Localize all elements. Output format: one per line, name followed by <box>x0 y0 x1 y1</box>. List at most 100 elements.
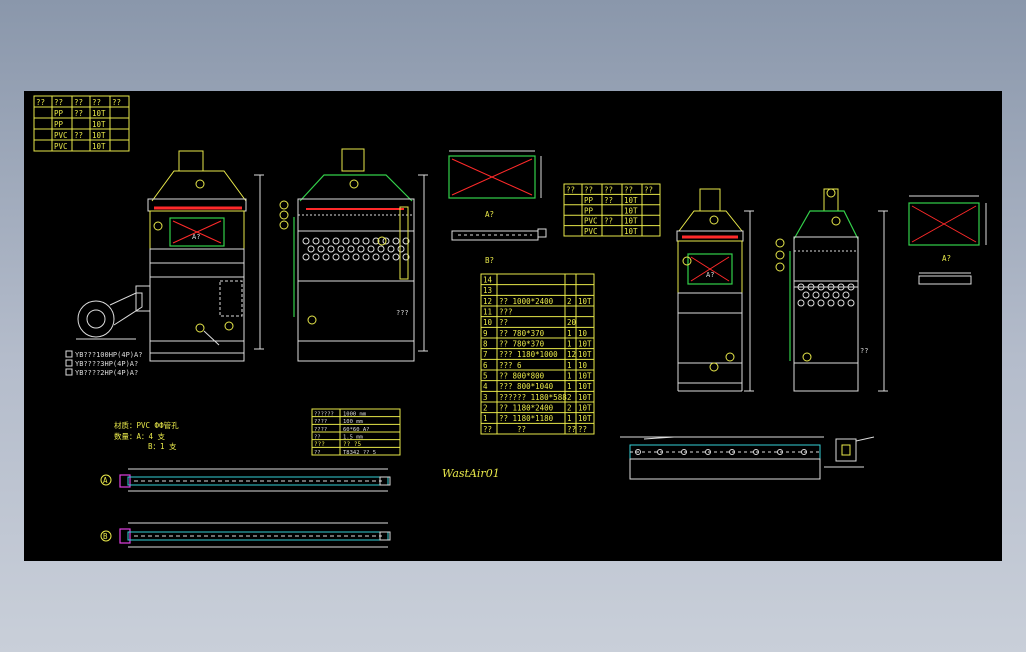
pl-r11-c3: 10T <box>578 393 592 402</box>
pl-r12-c2: 2 <box>567 404 572 413</box>
pl-r14-c0: ?? <box>483 425 492 434</box>
pl-r2-c0: 12 <box>483 297 492 306</box>
scrubber-side-view-right: ?? <box>775 188 888 392</box>
pl-r12-c0: 2 <box>483 404 488 413</box>
tl-r4-mat: PVC <box>54 142 68 151</box>
pl-r5-c3: 10 <box>578 329 588 338</box>
pl-r2-c2: 2 <box>567 297 572 306</box>
pl-r6-c2: 1 <box>567 340 572 349</box>
tl-h4: ?? <box>92 98 101 107</box>
tl-r3-t: 10T <box>92 131 106 140</box>
section-view-a-right: A? <box>908 195 987 285</box>
tr-r1-t: 10T <box>624 196 638 205</box>
tl-r4-t: 10T <box>92 142 106 151</box>
scrubber-front-view-left: A? <box>76 150 264 362</box>
spec-r0-v: 1000 mm <box>343 412 367 418</box>
pl-r9-c0: 5 <box>483 372 488 381</box>
table-top-right: ?? ?? ?? ?? ?? PP ?? 10T PP 10T PVC ?? 1… <box>563 183 661 237</box>
spec-r4-v: ?? ?5 <box>343 441 361 448</box>
pl-r8-c0: 6 <box>483 361 488 370</box>
tr-h1: ?? <box>566 186 575 195</box>
motor-legend-3: YB????2HP(4P)A? <box>75 369 138 377</box>
pl-r14-c3: ?? <box>578 425 587 434</box>
pl-r10-c3: 10T <box>578 382 592 391</box>
scrubber-side-view-left: ??? <box>279 148 428 362</box>
pl-r4-c1: ?? <box>499 318 508 327</box>
tr-r2-t: 10T <box>624 206 638 215</box>
scrubber-front-view-right: A? <box>676 188 754 392</box>
tr-h3: ?? <box>604 186 613 195</box>
pl-r3-c1: ??? <box>499 308 513 317</box>
tr-r4-mat: PVC <box>584 227 598 236</box>
material-line-2: 数量：A：4 支 <box>114 431 166 441</box>
pl-r2-c3: 10T <box>578 297 592 306</box>
pl-r13-c3: 10T <box>578 414 592 423</box>
pl-r7-c0: 7 <box>483 350 488 359</box>
tl-h5: ?? <box>112 98 121 107</box>
spec-r5-v: T8342 ?? 5 <box>343 450 376 456</box>
pl-r9-c1: ?? 800*800 <box>499 372 545 381</box>
material-line-3: B：1 支 <box>148 441 177 451</box>
pl-r13-c1: ?? 1180*1180 <box>499 414 554 423</box>
view-label-a1: A? <box>485 210 494 219</box>
pipe-label-b: B <box>103 532 108 541</box>
spec-r3-k: ?? <box>314 435 321 441</box>
pl-r4-c2: 20 <box>567 318 577 327</box>
spec-r3-v: 1.5 mm <box>343 435 364 441</box>
pl-r7-c2: 12 <box>567 350 576 359</box>
pl-r13-c0: 1 <box>483 414 488 423</box>
panel-label-a: A? <box>192 233 200 241</box>
spec-r5-k: ?? <box>314 450 321 456</box>
tl-r1-mat: PP <box>54 109 64 118</box>
motor-legend-1: YB???100HP(4P)A? <box>75 351 142 359</box>
pl-r12-c3: 10T <box>578 404 592 413</box>
spec-r1-v: 100 mm <box>343 419 364 425</box>
table-top-left: ?? ?? ?? ?? ?? PP ?? 10T PP 10T PVC ?? 1… <box>33 95 130 152</box>
pl-r10-c2: 1 <box>567 382 572 391</box>
tl-r2-t: 10T <box>92 120 106 129</box>
spec-table: ?????? 1000 mm ???? 100 mm ???? 60*60 A?… <box>311 408 401 456</box>
pl-r9-c3: 10T <box>578 372 592 381</box>
pl-r8-c3: 10 <box>578 361 588 370</box>
parts-list-cells: 14 13 12 ?? 1000*2400 2 10T 11 ??? 10 ??… <box>483 276 592 434</box>
packing-media <box>302 237 410 261</box>
parts-list-table: 14 13 12 ?? 1000*2400 2 10T 11 ??? 10 ??… <box>480 273 595 435</box>
cad-drawing-sheet: ?? ?? ?? ?? ?? PP ?? 10T PP 10T PVC ?? 1… <box>24 91 1002 561</box>
dim-label-ppp: ??? <box>396 309 409 317</box>
dim-label-pp: ?? <box>860 347 868 355</box>
pl-r9-c2: 1 <box>567 372 572 381</box>
view-label-b1: B? <box>485 256 494 265</box>
tl-h3: ?? <box>74 98 83 107</box>
pl-r8-c1: ??? 6 <box>499 361 522 370</box>
spec-r4-k: ??? <box>314 441 325 448</box>
tr-r3-t: 10T <box>624 217 638 226</box>
spray-pipe-b: B <box>100 522 391 548</box>
material-line-1: 材质：PVC ФФ管孔 <box>114 420 179 430</box>
pl-r3-c0: 11 <box>483 308 492 317</box>
section-view-a: A? B? <box>448 150 547 265</box>
spec-r1-k: ???? <box>314 419 327 425</box>
pl-r10-c0: 4 <box>483 382 488 391</box>
motor-legend: YB???100HP(4P)A? YB????3HP(4P)A? YB????2… <box>65 350 142 377</box>
pl-r14-c2: ?? <box>567 425 576 434</box>
tr-h5: ?? <box>644 186 653 195</box>
tl-r3-mat: PVC <box>54 131 68 140</box>
motor-legend-2: YB????3HP(4P)A? <box>75 360 138 368</box>
pl-r13-c2: 1 <box>567 414 572 423</box>
tl-r3-q: ?? <box>74 131 83 140</box>
tr-r3-mat: PVC <box>584 217 598 226</box>
panel-label-a2: A? <box>706 271 714 279</box>
pl-r0-c0: 14 <box>483 276 493 285</box>
pl-r5-c1: ?? 780*370 <box>499 329 545 338</box>
pipe-label-a: A <box>103 476 108 485</box>
tr-r3-q: ?? <box>604 217 613 226</box>
pl-r11-c2: 2 <box>567 393 572 402</box>
tr-h2: ?? <box>584 186 593 195</box>
tl-h2: ?? <box>54 98 63 107</box>
tl-r1-t: 10T <box>92 109 106 118</box>
tl-r1-q: ?? <box>74 109 83 118</box>
tr-h4: ?? <box>624 186 633 195</box>
pl-r4-c0: 10 <box>483 318 493 327</box>
pl-r11-c0: 3 <box>483 393 488 402</box>
material-note: 材质：PVC ФФ管孔 数量：A：4 支 B：1 支 <box>114 420 179 451</box>
